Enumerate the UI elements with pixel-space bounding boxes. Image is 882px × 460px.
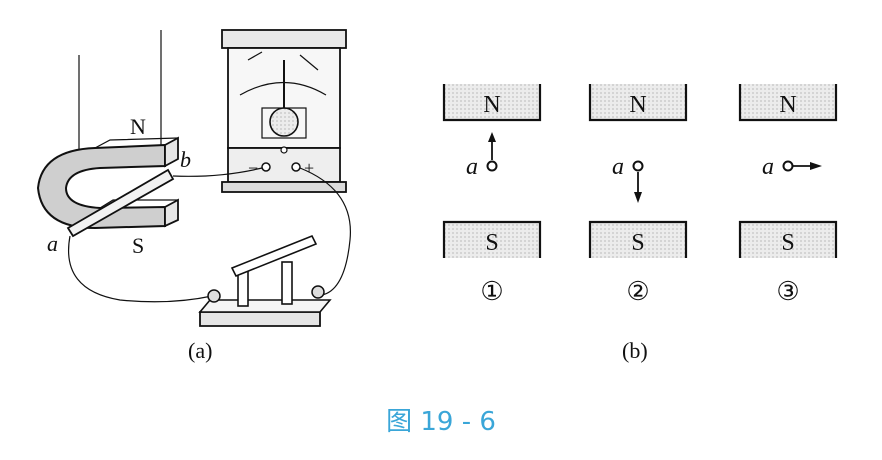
north-pole-fill: [740, 84, 836, 120]
figure-caption: 图 19 - 6: [386, 407, 496, 437]
south-pole-fill: [740, 222, 836, 258]
conductor-label: a: [762, 154, 774, 180]
north-pole-label: N: [779, 92, 796, 118]
south-pole-label: S: [631, 230, 644, 256]
horseshoe-magnet: [36, 136, 179, 230]
case-number: ②: [626, 277, 649, 306]
south-pole-outline: [442, 220, 542, 258]
end-b-label: b: [180, 147, 191, 172]
conductor-label: a: [612, 154, 624, 180]
apparatus-a: N S b a − +: [36, 29, 352, 363]
north-pole-outline: [442, 84, 542, 122]
north-pole-fill: [590, 84, 686, 120]
pole-s-label: S: [132, 233, 144, 258]
part-b-label: (b): [622, 338, 648, 363]
north-pole-outline: [588, 84, 688, 122]
motion-arrowhead: [810, 162, 822, 170]
north-pole-label: N: [629, 92, 646, 118]
pole-n-label: N: [130, 114, 146, 139]
knife-switch: [198, 234, 332, 327]
north-pole-fill: [444, 84, 540, 120]
north-pole-label: N: [483, 92, 500, 118]
galvanometer: [221, 29, 347, 193]
conductor-section: [632, 160, 644, 172]
wire-meter-to-switch: [299, 167, 352, 296]
meter-plus-label: +: [304, 158, 314, 178]
case-number: ①: [480, 277, 503, 306]
south-pole-outline: [738, 220, 838, 258]
part-b-cases: N Sa ① N Sa ② N Sa ③: [442, 84, 838, 306]
field-case-2: N Sa ②: [588, 84, 688, 306]
part-a-label: (a): [188, 338, 212, 363]
south-pole-label: S: [781, 230, 794, 256]
conductor-section: [486, 160, 498, 172]
south-pole-outline: [588, 220, 688, 258]
wire-b-to-meter: [172, 167, 263, 177]
south-pole-label: S: [485, 230, 498, 256]
conductor-rod: [66, 168, 175, 238]
south-pole-fill: [590, 222, 686, 258]
end-a-label: a: [47, 231, 58, 256]
field-case-3: N Sa ③: [738, 84, 838, 306]
conductor-section: [782, 160, 794, 172]
wire-a-to-switch: [68, 235, 213, 303]
meter-minus-label: −: [248, 158, 258, 178]
case-number: ③: [776, 277, 799, 306]
south-pole-fill: [444, 222, 540, 258]
motion-arrowhead: [488, 132, 496, 142]
north-pole-outline: [738, 84, 838, 122]
motion-arrowhead: [634, 192, 642, 203]
conductor-label: a: [466, 154, 478, 180]
field-case-1: N Sa ①: [442, 84, 542, 306]
